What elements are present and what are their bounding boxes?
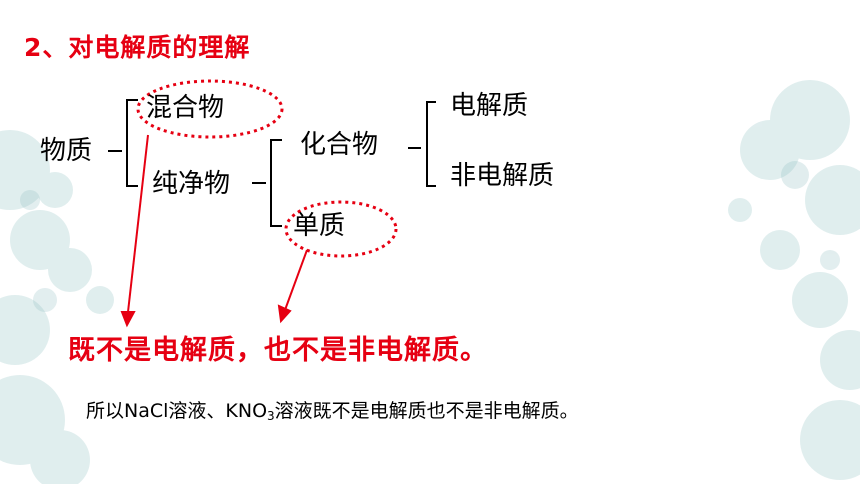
node-mixture: 混合物 [146,93,225,123]
note-subscript: 3 [267,409,275,423]
node-non-electrolyte: 非电解质 [450,161,555,191]
mixture-highlight-ellipse [136,79,284,139]
element-highlight-ellipse [284,200,398,258]
root-bracket [126,99,138,187]
node-compound: 化合物 [300,130,379,160]
node-pure-substance: 纯净物 [152,169,231,199]
node-element: 单质 [293,211,346,241]
element-arrow-head [277,304,292,324]
node-substance: 物质 [40,136,93,166]
node-electrolyte: 电解质 [450,91,529,121]
mixture-arrow-head [120,311,136,328]
note-text: 所以NaCl溶液、KNO3溶液既不是电解质也不是非电解质。 [86,396,579,423]
element-arrow-line [284,249,308,311]
compound-bracket [426,101,436,187]
mixture-arrow-line [127,134,149,313]
note-suffix: 溶液既不是电解质也不是非电解质。 [274,400,579,422]
conclusion-text: 既不是电解质，也不是非电解质。 [68,335,488,366]
note-prefix: 所以NaCl溶液、KNO [86,400,268,422]
slide-title: 2、对电解质的理解 [24,33,251,62]
pure-bracket [270,139,282,227]
